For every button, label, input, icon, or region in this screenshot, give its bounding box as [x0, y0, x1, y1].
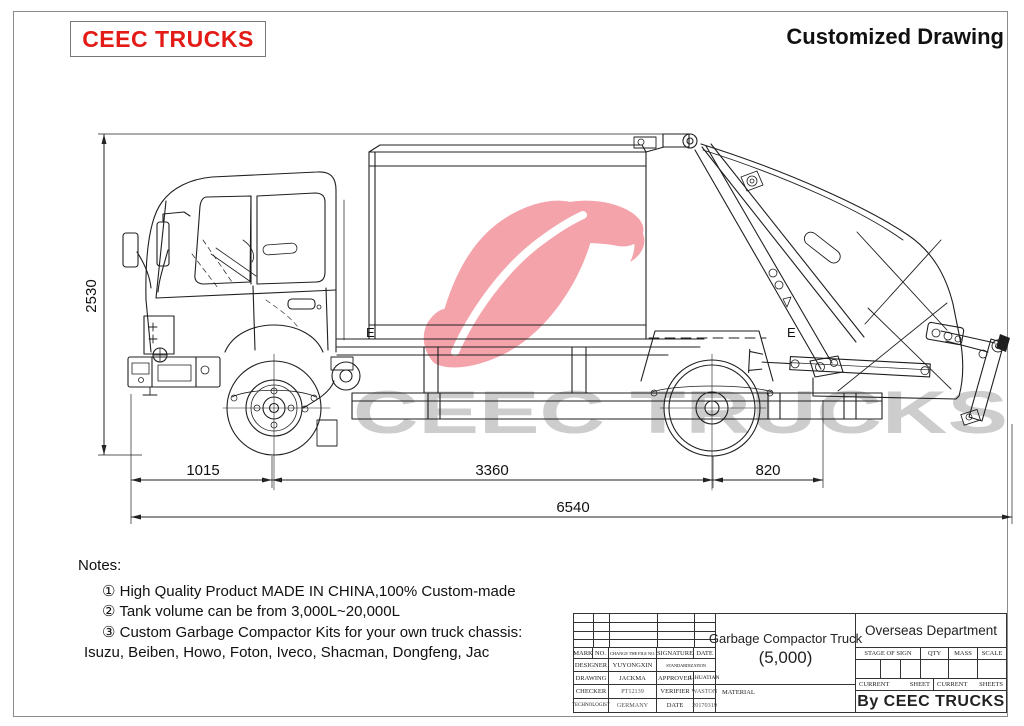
document-title: Customized Drawing [786, 24, 1004, 49]
tb-date-header: DATE [693, 647, 715, 658]
dimension-arrows [101, 134, 1012, 520]
section-label-e-right: E [787, 325, 796, 340]
dim-total-length-label: 6540 [556, 499, 589, 516]
tb-no-header: NO. [592, 647, 608, 658]
tb-empty-cell [977, 659, 1006, 678]
revision-table [573, 613, 716, 648]
tb-verifier-label: VERIFIER [656, 684, 693, 698]
tb-mark-header: MARK [573, 647, 593, 658]
product-name: Garbage Compactor Truck [708, 630, 863, 646]
tb-approver-value: LIHUATIAN [689, 671, 720, 684]
tb-approver-label: APPROVER [656, 671, 693, 684]
tb-checker-value: PT12139 [608, 684, 656, 698]
rear-wheel [659, 353, 767, 491]
tb-current2-label: CURRENT [937, 681, 968, 688]
tb-standardization-label: STANDARDIZATION [656, 658, 715, 671]
tb-technologist-value: GERMANY [608, 698, 656, 712]
tb-qty-header: QTY [920, 647, 948, 659]
tb-drawing-value: JACKMA [608, 671, 656, 684]
dimension-lines [98, 133, 1013, 524]
tb-designer-value: YUYONGXIN [608, 658, 656, 671]
tb-empty-cell [880, 659, 900, 678]
company-logo-text: CEEC TRUCKS [82, 25, 254, 52]
tb-sheets-label: SHEETS [979, 681, 1003, 688]
section-label-e-left: E [366, 325, 375, 340]
product-model: (5,000) [758, 647, 813, 667]
chassis-frame [301, 330, 883, 420]
tb-empty-cell [948, 659, 977, 678]
tb-signature-header: SIGNATURE [656, 647, 693, 658]
dim-rear-overhang-label: 820 [755, 462, 780, 479]
tb-verifier-value: WASTON [692, 684, 717, 698]
dim-height-label: 2530 [83, 279, 100, 312]
truck-cab [122, 171, 345, 447]
notes-heading: Notes: [78, 557, 122, 574]
tb-sheet-cell-2: CURRENT SHEETS [933, 678, 1006, 690]
logo-box: CEEC TRUCKS [70, 21, 266, 57]
notes-section: Notes: ① High Quality Product MADE IN CH… [78, 556, 522, 664]
note-line-1: ① High Quality Product MADE IN CHINA,100… [102, 582, 516, 600]
cargo-box [368, 144, 647, 340]
tb-technologist-label: TECHNOLOGIST [572, 698, 610, 712]
tb-empty-cell [855, 659, 880, 678]
swing-arm [694, 143, 865, 378]
compactor-body [633, 133, 1010, 426]
watermark-logo [423, 200, 645, 368]
tb-empty-cell [920, 659, 948, 678]
front-wheel [222, 353, 331, 491]
sheet-border [13, 11, 1008, 717]
tb-scale-header: SCALE [977, 647, 1006, 659]
tb-stage-header: STAGE OF SIGN [855, 647, 920, 659]
rear-linkage [925, 321, 1010, 426]
title-block: MARK NO. CHANGE THE FILE NO. SIGNATURE D… [572, 613, 1007, 713]
tb-department-cell: Overseas Department [855, 613, 1006, 647]
tb-mass-header: MASS [948, 647, 977, 659]
note-line-3: ③ Custom Garbage Compactor Kits for your… [102, 623, 523, 641]
hydraulic-cylinder [748, 348, 931, 378]
tb-drawing-label: DRAWING [573, 671, 608, 684]
tb-byline-cell: By CEEC TRUCKS [855, 690, 1006, 712]
tb-empty-cell [900, 659, 920, 678]
tb-sheet-cell-1: CURRENT SHEET [855, 678, 933, 690]
note-line-2: ② Tank volume can be from 3,000L~20,000L [102, 603, 400, 620]
watermark-text: CEEC TRUCKS [353, 379, 1008, 446]
tb-tbdate-label: DATE [656, 698, 693, 712]
tb-designer-label: DESIGNER [573, 658, 608, 671]
tb-checker-label: CHECKER [573, 684, 608, 698]
tb-change-header: CHANGE THE FILE NO. [608, 647, 656, 658]
tb-product-cell: Garbage Compactor Truck (5,000) [709, 613, 862, 684]
dim-front-overhang-label: 1015 [186, 462, 219, 479]
tb-tbdate-value: 20170319 [692, 698, 717, 712]
note-line-4: Isuzu, Beiben, Howo, Foton, Iveco, Shacm… [84, 644, 490, 661]
tb-sheet-label: SHEET [909, 681, 930, 688]
tb-current-label: CURRENT [859, 681, 890, 688]
dim-wheelbase-label: 3360 [475, 462, 508, 479]
tb-material-cell: MATERIAL [715, 684, 855, 712]
